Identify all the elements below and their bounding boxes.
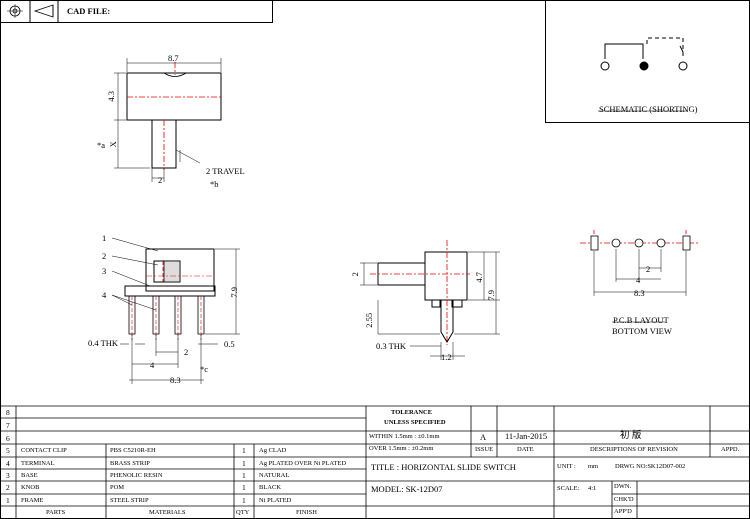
bom-header-materials: MATERIALS [149, 509, 186, 516]
side-height-dim: 7.9 [486, 289, 497, 301]
unit-value: mm [588, 463, 599, 470]
title-block-title: TITLE : HORIZONTAL SLIDE SWITCH [371, 462, 516, 472]
bom-finish: Ag PLATED OVER Ni PLATED [259, 460, 347, 467]
bom-finish: NATURAL [259, 472, 290, 479]
revision-col-desc: DESCRIPTIONS OF REVISION [590, 446, 678, 453]
bom-header-parts: PARTS [46, 509, 66, 516]
bom-part: FRAME [21, 497, 44, 504]
bom-finish: Ni PLATED [259, 497, 292, 504]
bom-qty: 1 [242, 471, 246, 480]
pcb-title: P.C.B LAYOUT [613, 315, 669, 325]
front-span-dim: 4 [150, 360, 155, 370]
pcb-pitch-dim: 2 [646, 264, 651, 274]
front-thk-label: 0.4 THK [88, 338, 119, 348]
side-view [360, 240, 500, 360]
top-travel-label: 2 TRAVEL [206, 166, 245, 176]
side-pin-dim: 2.55 [364, 312, 375, 328]
bom-row-no: 5 [6, 446, 10, 455]
bom-row-no: 4 [6, 459, 10, 468]
callout-3: 3 [102, 266, 107, 276]
revision-col-date: DATE [517, 446, 534, 453]
pcb-total-dim: 8.3 [634, 288, 645, 298]
front-total-dim: 8.3 [170, 375, 181, 385]
side-pin-width: 1.2 [441, 352, 452, 362]
top-height-dim: 4.3 [106, 90, 117, 102]
front-c-note: *c [200, 364, 209, 374]
top-a-note: *a [97, 140, 106, 150]
side-body-dim: 4.7 [474, 271, 485, 283]
chkd-label: CHK'D [614, 496, 634, 503]
front-pad-dim: 0.5 [224, 339, 235, 349]
pcb-layout [580, 230, 700, 296]
revision-issue: A [480, 432, 487, 442]
tolerance-over: OVER 1.5mm : ±0.2mm [369, 445, 434, 452]
bom-qty: 1 [242, 446, 246, 455]
dwn-label: DWN. [614, 483, 632, 490]
top-b-note: *b [210, 179, 219, 189]
bom-row-no: 2 [6, 483, 10, 492]
bom-header-qty: QTY [236, 509, 250, 516]
bom-row-no: 1 [6, 496, 10, 505]
bom-part: BASE [21, 472, 38, 479]
bom-part: CONTACT CLIP [21, 447, 67, 454]
bom-material: BRASS STRIP [110, 460, 150, 467]
bom-qty: 1 [242, 483, 246, 492]
tolerance-subtitle: UNLESS SPECIFIED [384, 419, 446, 426]
bom-qty: 1 [242, 496, 246, 505]
callout-4: 4 [102, 290, 107, 300]
tolerance-within: WITHIN 1.5mm : ±0.1mm [369, 433, 440, 440]
projection-symbol-icon [7, 4, 54, 18]
bom-material: PHENOLIC RESIN [110, 472, 163, 479]
revision-col-appd: APPD. [721, 446, 740, 453]
front-height-dim: 7.9 [229, 286, 240, 298]
front-pitch-dim: 2 [184, 347, 189, 357]
side-thk-label: 0.3 THK [376, 341, 407, 351]
bom-finish: BLACK [259, 484, 282, 491]
bom-qty: 1 [242, 459, 246, 468]
bom-row-no: 8 [6, 408, 10, 417]
tolerance-title: TOLERANCE [391, 409, 433, 416]
schematic-diagram [600, 37, 688, 71]
bom-header-finish: FINISH [296, 509, 317, 516]
appd-label: APP'D [614, 508, 632, 515]
table-grid [0, 405, 750, 519]
drawing-number: DRWG NO:SK12D07-002 [615, 463, 686, 470]
top-small-dim: 2 [158, 175, 163, 185]
bom-material: STEEL STRIP [110, 497, 149, 504]
top-view [114, 58, 222, 182]
scale-label: SCALE: [557, 485, 580, 492]
bom-material: PBS C5210R-EH [110, 447, 156, 454]
scale-value: 4:1 [588, 485, 597, 492]
bom-row-no: 3 [6, 471, 10, 480]
bom-row-no: 7 [6, 421, 10, 430]
bom-part: KNOB [21, 484, 40, 491]
callout-1: 1 [102, 233, 107, 243]
bom-row-no: 6 [6, 434, 10, 443]
callout-2: 2 [102, 251, 107, 261]
schematic-label: SCHEMATIC (SHORTING) [599, 104, 698, 114]
front-view [111, 237, 240, 384]
cad-file-label: CAD FILE: [67, 6, 111, 16]
revision-col-issue: ISSUE [475, 446, 494, 453]
pcb-subtitle: BOTTOM VIEW [612, 326, 672, 336]
pcb-span-dim: 4 [636, 275, 641, 285]
side-knob-dim: 2 [349, 272, 360, 277]
bom-finish: Ag CLAD [259, 447, 287, 454]
top-width-dim: 8.7 [168, 53, 179, 63]
unit-label: UNIT : [557, 463, 576, 470]
bom-part: TERMINAL [21, 460, 55, 467]
top-x-label: X [107, 141, 118, 148]
revision-description: 初 版 [620, 431, 642, 441]
model-label: MODEL: SK-12D07 [371, 484, 443, 494]
bom-material: POM [110, 484, 125, 491]
revision-date: 11-Jan-2015 [505, 431, 548, 441]
